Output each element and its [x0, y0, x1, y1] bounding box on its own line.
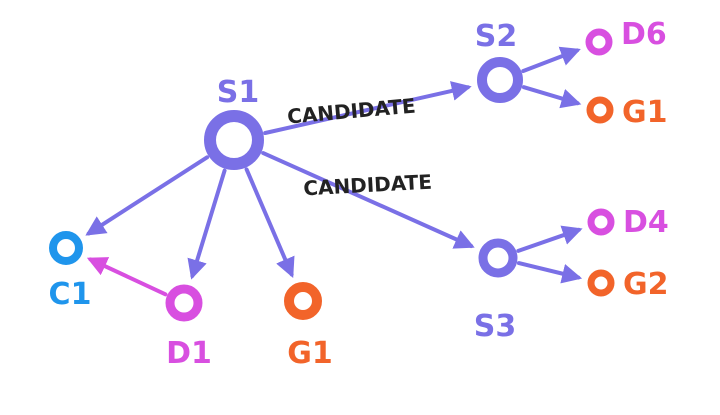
node-label-s1: S1 — [217, 75, 259, 110]
node-label-c1: C1 — [49, 277, 92, 312]
edge-s1-to-s3 — [261, 151, 475, 249]
edge-s3-to-d4 — [516, 225, 583, 253]
node-label-g1-left: G1 — [287, 336, 333, 371]
nodes — [49, 28, 615, 322]
node-s1 — [204, 110, 264, 170]
edge-d1-to-c1 — [86, 257, 168, 297]
node-d4 — [587, 208, 615, 236]
node-d1 — [165, 284, 203, 322]
edge-label-s1-s2: CANDIDATE — [286, 93, 416, 128]
node-label-d6: D6 — [621, 17, 667, 52]
node-label-g1-right: G1 — [622, 95, 668, 130]
node-d6 — [585, 28, 613, 56]
node-c1 — [49, 231, 83, 265]
node-g1-right — [586, 96, 614, 124]
node-g2 — [587, 269, 615, 297]
edge-s1-to-s2 — [263, 81, 472, 135]
node-g1-left — [284, 282, 322, 320]
edge-s1-to-g1-left — [244, 167, 295, 278]
node-label-s2: S2 — [475, 19, 517, 54]
node-s3 — [478, 238, 518, 278]
edge-s2-to-d6 — [521, 46, 581, 73]
edges — [85, 46, 583, 297]
edge-s1-to-c1 — [85, 155, 210, 236]
edge-s2-to-g1-right — [521, 85, 582, 109]
node-s2 — [477, 57, 523, 103]
node-label-d4: D4 — [623, 205, 669, 240]
edge-s1-to-d1 — [187, 168, 227, 280]
edge-s3-to-g2 — [516, 261, 583, 284]
node-label-d1: D1 — [166, 336, 212, 371]
edge-label-s1-s3: CANDIDATE — [303, 170, 433, 201]
node-label-s3: S3 — [474, 309, 516, 344]
node-label-g2: G2 — [623, 267, 669, 302]
